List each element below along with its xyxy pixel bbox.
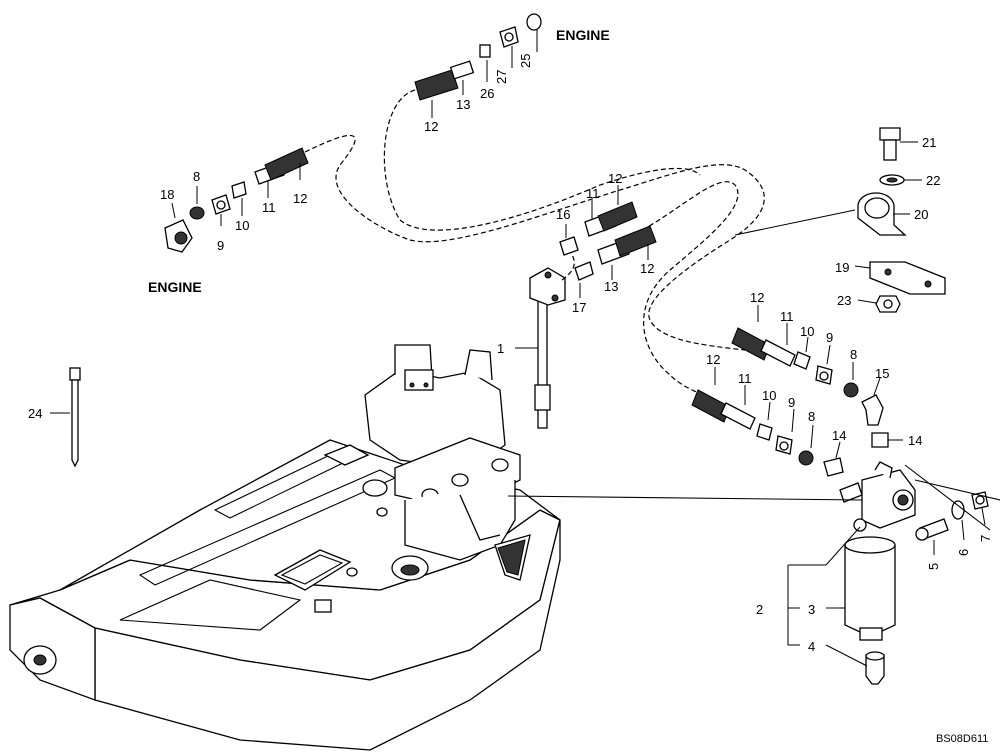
callout-3: 3 bbox=[808, 602, 815, 617]
callout-11b: 11 bbox=[586, 186, 600, 201]
callout-11d: 11 bbox=[738, 371, 752, 386]
caption-engine-left: ENGINE bbox=[148, 279, 202, 295]
callout-13b: 13 bbox=[604, 279, 618, 294]
callout-15: 15 bbox=[875, 366, 889, 381]
callout-8c: 8 bbox=[808, 409, 815, 424]
callout-12f: 12 bbox=[706, 352, 720, 367]
caption-engine-top: ENGINE bbox=[556, 27, 610, 43]
right-upper-hose-row bbox=[731, 305, 884, 426]
callout-24: 24 bbox=[28, 406, 42, 421]
callout-9b: 9 bbox=[826, 330, 833, 345]
callout-27: 27 bbox=[494, 70, 509, 84]
callout-2: 2 bbox=[756, 602, 763, 617]
callout-1: 1 bbox=[497, 341, 504, 356]
clamp-assembly bbox=[854, 127, 946, 313]
callout-25: 25 bbox=[518, 54, 533, 68]
callout-12e: 12 bbox=[750, 290, 764, 305]
callout-20: 20 bbox=[914, 207, 928, 222]
callout-26: 26 bbox=[480, 86, 494, 101]
part-1-valve-stem bbox=[515, 267, 566, 429]
callout-12b: 12 bbox=[424, 119, 438, 134]
callout-4: 4 bbox=[808, 639, 815, 654]
callout-23: 23 bbox=[837, 293, 851, 308]
callout-8b: 8 bbox=[850, 347, 857, 362]
callout-14b: 14 bbox=[908, 433, 922, 448]
callout-labels: 1 2 3 4 5 6 7 8 8 8 9 9 9 10 10 10 11 11… bbox=[28, 54, 993, 654]
callout-10a: 10 bbox=[235, 218, 249, 233]
callout-9c: 9 bbox=[788, 395, 795, 410]
part-24-cable-tie bbox=[50, 367, 81, 468]
callout-10b: 10 bbox=[800, 324, 814, 339]
center-hose-assembly bbox=[559, 185, 657, 298]
callout-22: 22 bbox=[926, 173, 940, 188]
drawing-code: BS08D611 bbox=[936, 733, 988, 745]
callout-8a: 8 bbox=[193, 169, 200, 184]
callout-6: 6 bbox=[956, 549, 971, 556]
right-lower-hose-row bbox=[691, 367, 903, 477]
callout-12a: 12 bbox=[293, 191, 307, 206]
callout-11c: 11 bbox=[780, 309, 794, 324]
callout-9a: 9 bbox=[217, 238, 224, 253]
callout-12c: 12 bbox=[608, 171, 622, 186]
callout-21: 21 bbox=[922, 135, 936, 150]
top-hose-assembly bbox=[414, 13, 542, 118]
callout-18: 18 bbox=[160, 187, 174, 202]
callout-10c: 10 bbox=[762, 388, 776, 403]
callout-17: 17 bbox=[572, 300, 586, 315]
callout-16: 16 bbox=[556, 207, 570, 222]
callout-12d: 12 bbox=[640, 261, 654, 276]
callout-14a: 14 bbox=[832, 428, 846, 443]
callout-5: 5 bbox=[926, 563, 941, 570]
callout-13a: 13 bbox=[456, 97, 470, 112]
callout-11a: 11 bbox=[262, 200, 276, 215]
callout-7: 7 bbox=[978, 535, 993, 542]
callout-19: 19 bbox=[835, 260, 849, 275]
frame-chassis bbox=[9, 344, 561, 751]
left-hose-assembly bbox=[164, 147, 309, 253]
filter-assembly bbox=[507, 461, 1000, 685]
